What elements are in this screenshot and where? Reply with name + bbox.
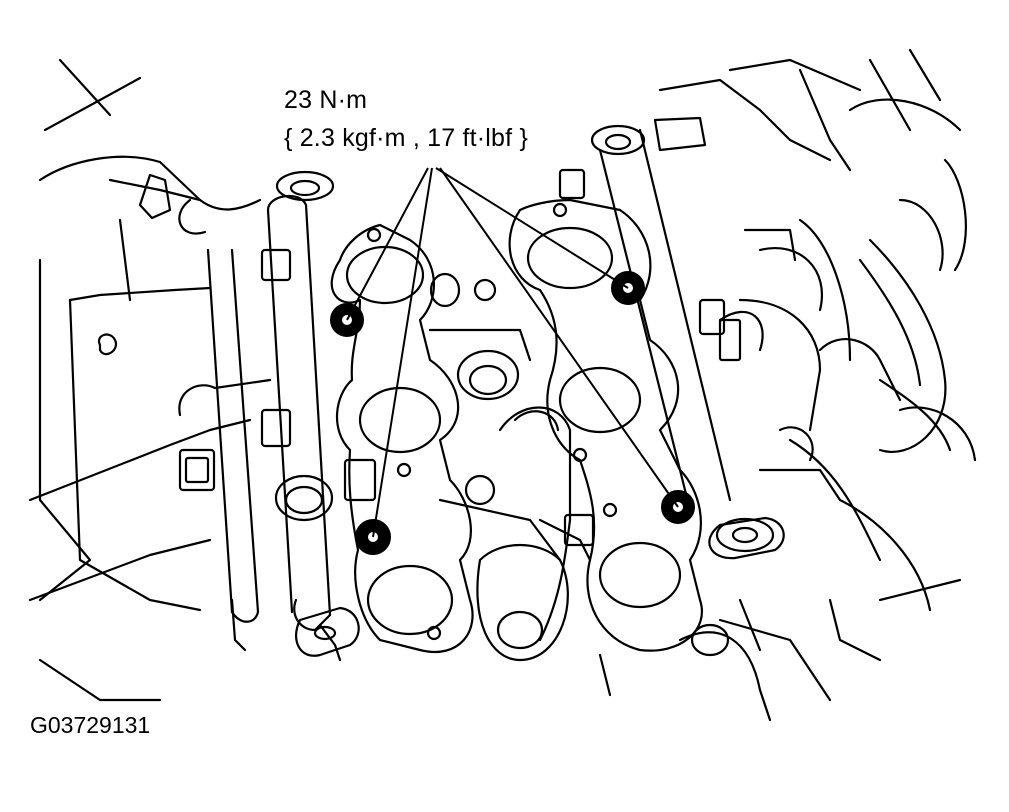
fuel-pipe-flanges [295, 406, 785, 697]
injector-connectors [260, 168, 726, 547]
right-side-hoses [718, 228, 952, 562]
left-fuel-rail [266, 170, 342, 662]
torque-value-alternate-units: { 2.3 kgf·m , 17 ft·lbf } [284, 124, 529, 152]
left-wiring-harness [178, 198, 272, 652]
right-fuel-rail [590, 116, 775, 553]
left-manifold-ports [330, 223, 562, 653]
figure-id-label: G03729131 [30, 712, 151, 738]
engine-background [28, 48, 977, 722]
mounting-nuts [330, 271, 695, 555]
torque-value-nm: 23 N·m [284, 86, 368, 114]
right-manifold-ports [508, 198, 703, 652]
callout-leader-lines [346, 167, 679, 538]
